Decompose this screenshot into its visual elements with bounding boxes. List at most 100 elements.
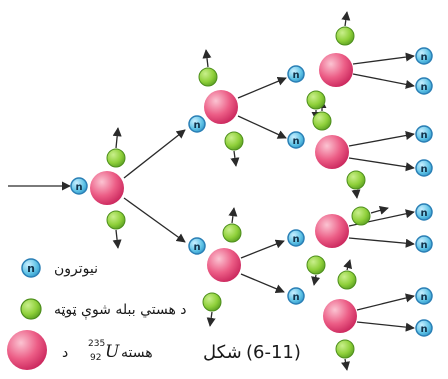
fragment-gen2-lower	[222, 223, 242, 243]
fragment-arrow	[228, 207, 238, 224]
neutron-outgoing	[415, 203, 433, 221]
fragment-gen2-upper	[224, 131, 244, 151]
legend-nucleus-element-symbol: U	[105, 342, 120, 362]
chain-arrow	[240, 273, 285, 294]
fragment-arrow	[112, 127, 122, 149]
neutron-outgoing	[415, 47, 433, 65]
arrows-layer	[8, 11, 415, 371]
fragment-gen3	[351, 206, 371, 226]
legend-fragment-row: د هستي ببله شوې ټوټه	[20, 298, 187, 320]
nuclei-layer	[90, 53, 357, 333]
neutron-letter: n	[75, 182, 82, 193]
legend-nucleus-prefix: د	[62, 345, 68, 361]
neutron-outgoing	[415, 235, 433, 253]
chain-arrow	[237, 76, 287, 99]
outgoing-arrow	[348, 131, 415, 147]
nucleus-gen1	[90, 171, 124, 205]
fragment-gen3	[335, 339, 355, 359]
legend-neutron-row: n نیوترون	[21, 258, 98, 278]
fragment-gen3	[335, 26, 355, 46]
neutron-outgoing	[415, 77, 433, 95]
legend-fragment-symbol	[20, 298, 42, 320]
neutrons-layer: n n n n n n n n n n n n n n n	[70, 47, 433, 337]
neutron-letter: n	[420, 52, 427, 63]
fragment-gen3	[312, 111, 332, 131]
neutron-gen2-lower	[188, 237, 206, 255]
neutron-letter: n	[420, 240, 427, 251]
fragment-arrow	[230, 150, 240, 167]
fragment-gen1-top	[106, 148, 126, 168]
nucleus-gen2-upper	[204, 90, 238, 124]
fragment-gen2-lower	[202, 292, 222, 312]
neutron-outgoing	[415, 125, 433, 143]
neutron-gen3	[287, 287, 305, 305]
neutron-outgoing	[415, 319, 433, 337]
fragments-layer	[106, 26, 371, 359]
fragment-gen3	[306, 90, 326, 110]
neutron-letter: n	[193, 120, 200, 131]
legend-nucleus-atomic-number: 92	[90, 353, 101, 363]
neutron-incoming	[70, 177, 88, 195]
legend-nucleus-symbol	[7, 330, 47, 370]
fragment-gen1-bottom	[106, 210, 126, 230]
nucleus-gen2-lower	[207, 248, 241, 282]
fragment-arrow	[343, 259, 353, 271]
neutron-letter: n	[420, 164, 427, 175]
fragment-arrow	[311, 274, 321, 286]
outgoing-arrow	[356, 293, 415, 311]
outgoing-arrow	[352, 52, 415, 65]
neutron-outgoing	[415, 159, 433, 177]
legend-neutron-letter: n	[27, 262, 35, 275]
outgoing-arrow	[356, 321, 415, 332]
figure-caption: شکل (6-11)	[203, 342, 301, 363]
nucleus-gen3	[315, 214, 349, 248]
caption-number: (6-11)	[246, 342, 301, 363]
chain-arrow	[240, 239, 285, 259]
fragment-arrow	[370, 205, 389, 215]
nucleus-gen3	[319, 53, 353, 87]
fragment-arrow	[341, 358, 351, 371]
legend-nucleus-row: د 235 92 U هسته	[7, 330, 153, 370]
neutron-gen3	[287, 229, 305, 247]
fragment-arrow	[202, 49, 212, 68]
outgoing-arrow	[348, 237, 415, 248]
fragment-arrow	[112, 229, 122, 249]
fragment-gen2-upper	[198, 67, 218, 87]
fragment-gen3	[306, 255, 326, 275]
neutron-outgoing	[415, 287, 433, 305]
caption-word: شکل	[203, 342, 242, 363]
fragment-gen3	[337, 270, 357, 290]
legend-neutron-symbol	[21, 258, 41, 278]
neutron-letter: n	[420, 208, 427, 219]
fragment-arrow	[206, 311, 216, 327]
legend-neutron-label: نیوترون	[54, 261, 98, 277]
neutron-letter: n	[420, 130, 427, 141]
nucleus-gen3	[323, 299, 357, 333]
neutron-letter: n	[292, 234, 299, 245]
fragment-gen3	[346, 170, 366, 190]
nucleus-gen3	[315, 135, 349, 169]
neutron-gen3	[287, 131, 305, 149]
neutron-letter: n	[292, 70, 299, 81]
chain-arrow	[123, 129, 186, 179]
chain-arrow	[237, 115, 287, 139]
legend-nucleus-mass-number: 235	[88, 339, 105, 349]
outgoing-arrow	[352, 73, 415, 89]
neutron-letter: n	[420, 82, 427, 93]
fragment-arrow	[341, 11, 351, 27]
fragment-arrow	[351, 189, 361, 199]
neutron-gen2-upper	[188, 115, 206, 133]
neutron-letter: n	[292, 292, 299, 303]
legend: n نیوترون د هستي ببله شوې ټوټه د 235 92 …	[7, 258, 187, 370]
legend-fragment-label: د هستي ببله شوې ټوټه	[54, 302, 187, 320]
neutron-letter: n	[420, 292, 427, 303]
neutron-gen3	[287, 65, 305, 83]
legend-nucleus-suffix: هسته	[121, 345, 153, 361]
neutron-letter: n	[420, 324, 427, 335]
neutron-letter: n	[193, 242, 200, 253]
chain-arrow	[123, 197, 186, 243]
neutron-letter: n	[292, 136, 299, 147]
outgoing-arrow	[348, 157, 415, 172]
